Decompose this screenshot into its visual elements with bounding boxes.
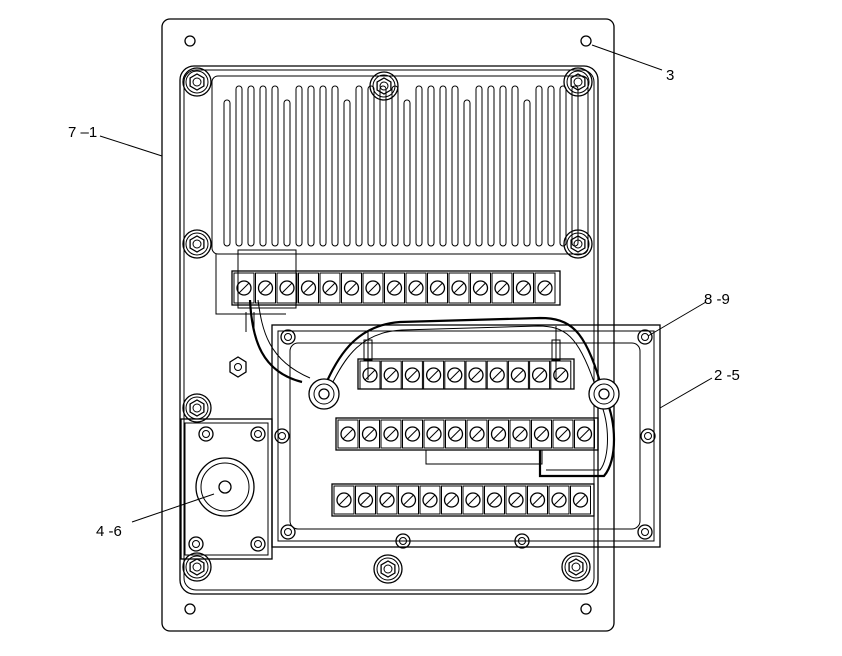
screw-terminal-icon (441, 485, 462, 515)
hex-bolt-icon (182, 229, 212, 259)
ring-terminal-icon (308, 378, 340, 410)
screw-terminal-icon (529, 360, 551, 390)
screw-terminal-icon (359, 419, 380, 449)
screw-icon (395, 533, 411, 549)
hex-bolt-icon (182, 393, 212, 423)
hex-nut (229, 356, 247, 378)
screw-terminal-icon (486, 360, 508, 390)
screw-terminal-icon (466, 419, 488, 449)
mounting-hole-icon (580, 35, 592, 47)
screw-terminal-icon (444, 360, 466, 390)
screw-terminal-icon (337, 419, 359, 449)
screw-terminal-icon (319, 272, 341, 304)
hex-bolt-icon (561, 552, 591, 582)
screw-terminal-icon (513, 272, 534, 304)
screw-terminal-icon (509, 419, 531, 449)
screw-terminal-icon (402, 419, 423, 449)
hex-bolt-icon (182, 67, 212, 97)
screw-terminal-icon (423, 360, 445, 390)
housing-bolts (182, 67, 593, 584)
screw-terminal-icon (465, 360, 487, 390)
terminal-blocks (331, 358, 599, 517)
screw-terminal-icon (484, 485, 505, 515)
mounting-hole-icon (580, 603, 592, 615)
screw-terminal-icon (507, 360, 529, 390)
callout-labels: 3 7 –1 8 -9 2 -5 4 -6 (68, 67, 740, 540)
screw-terminal-icon (233, 272, 255, 304)
screw-icon (188, 536, 204, 552)
screw-terminal-icon (570, 485, 591, 515)
hex-bolt-icon (563, 67, 593, 97)
screw-terminal-icon (423, 419, 445, 449)
screw-terminal-icon (419, 485, 441, 515)
screw-terminal-icon (380, 360, 402, 390)
screw-terminal-icon (405, 272, 427, 304)
screw-icon (250, 536, 266, 552)
screw-terminal-icon (550, 360, 572, 390)
heatsink-fins (211, 75, 589, 255)
wiring (245, 299, 616, 478)
screw-terminal-icon (376, 485, 398, 515)
screw-terminal-icon (341, 272, 362, 304)
screw-icon (198, 426, 214, 442)
upper-terminal-strip (215, 249, 561, 315)
screw-icon (280, 524, 296, 540)
screw-terminal-icon (276, 272, 298, 304)
screw-terminal-icon (359, 360, 381, 390)
screw-terminal-icon (401, 360, 423, 390)
screw-terminal-icon (298, 272, 319, 304)
mounting-holes (184, 35, 592, 615)
screw-icon (280, 329, 296, 345)
screw-terminal-icon (531, 419, 552, 449)
screw-terminal-icon (384, 272, 405, 304)
callout-leaders (99, 44, 713, 523)
screw-icon (514, 533, 530, 549)
screw-terminal-icon (448, 272, 470, 304)
screw-terminal-icon (333, 485, 355, 515)
screw-terminal-icon (362, 272, 384, 304)
callout-2-5: 2 -5 (714, 367, 740, 384)
housing (179, 65, 599, 595)
screw-icon (637, 524, 653, 540)
screw-terminal-icon (255, 272, 276, 304)
screw-terminal-icon (505, 485, 527, 515)
ring-terminals (308, 378, 620, 410)
terminal-cover-plate (188, 324, 661, 552)
screw-terminal-icon (470, 272, 491, 304)
callout-4-6: 4 -6 (96, 523, 122, 540)
hex-bolt-icon (182, 552, 212, 582)
screw-terminal-icon (355, 485, 376, 515)
screw-terminal-icon (534, 272, 556, 304)
mounting-hole-icon (184, 603, 196, 615)
screw-terminal-icon (552, 419, 574, 449)
screw-terminal-icon (488, 419, 509, 449)
cable-gland-plate (180, 418, 273, 560)
screw-terminal-icon (574, 419, 595, 449)
screw-terminal-icon (380, 419, 402, 449)
hex-bolt-icon (373, 554, 403, 584)
screw-icon (250, 426, 266, 442)
screw-terminal-icon (462, 485, 484, 515)
screw-terminal-icon (398, 485, 419, 515)
hex-bolt-icon (563, 229, 593, 259)
screw-terminal-icon (548, 485, 570, 515)
ring-terminal-icon (588, 378, 620, 410)
screw-terminal-icon (427, 272, 448, 304)
screw-terminal-icon (527, 485, 548, 515)
screw-icon (637, 329, 653, 345)
screw-terminal-icon (491, 272, 513, 304)
callout-8-9: 8 -9 (704, 291, 730, 308)
callout-7-1: 7 –1 (68, 124, 97, 141)
screw-terminal-icon (445, 419, 466, 449)
callout-3: 3 (666, 67, 674, 84)
mounting-hole-icon (184, 35, 196, 47)
screw-icon (640, 428, 656, 444)
hex-bolt-icon (369, 71, 399, 101)
screw-icon (274, 428, 290, 444)
